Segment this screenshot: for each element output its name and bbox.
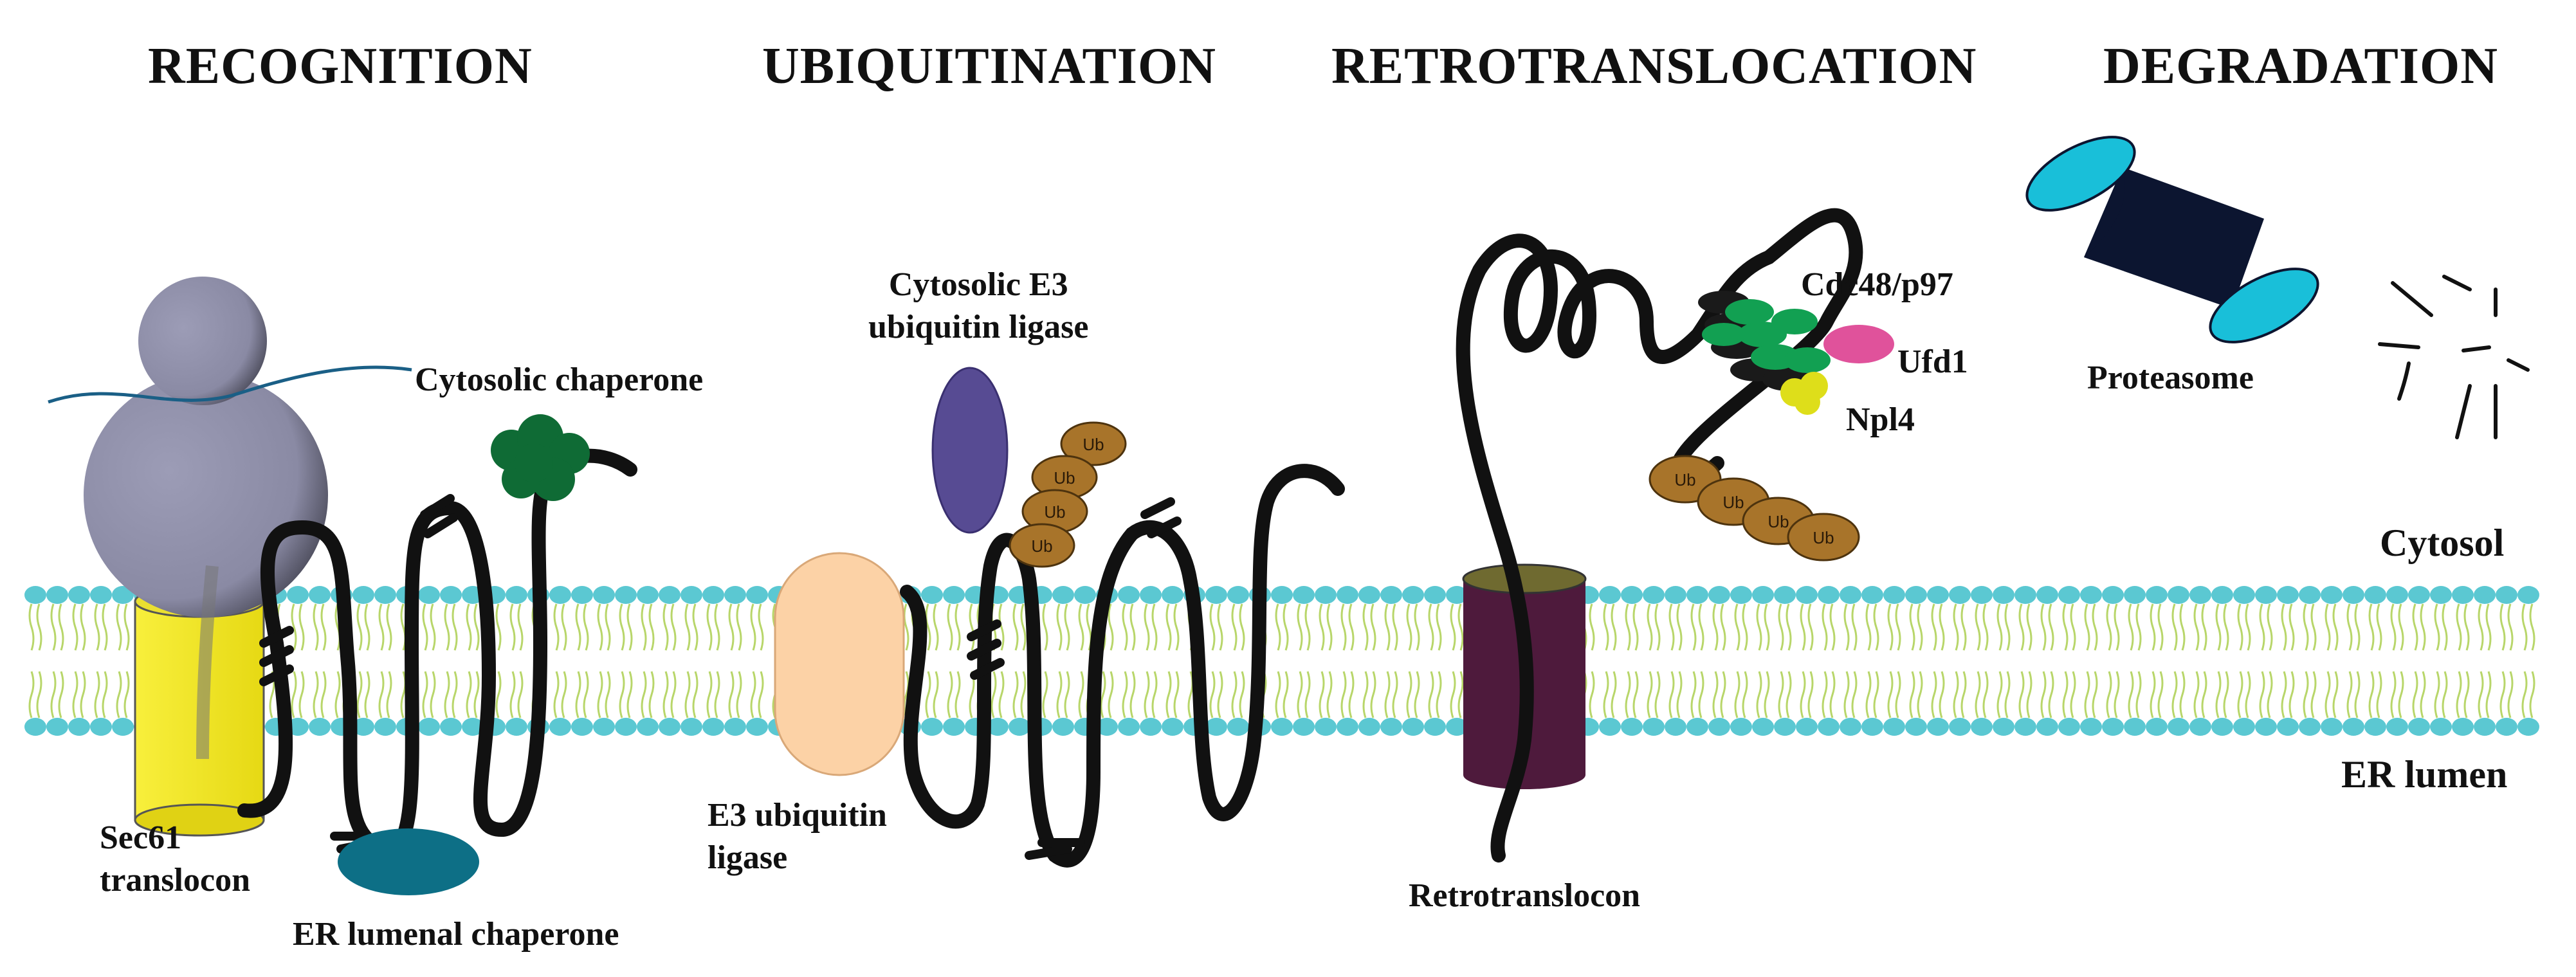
cytosolic-chaperone-shape <box>491 414 590 501</box>
npl4-shape <box>1780 372 1828 415</box>
e3-label-line2: ligase <box>708 839 788 876</box>
e3-label-line1: E3 ubiquitin <box>708 797 887 834</box>
retrotranslocon-label: Retrotranslocon <box>1409 877 1641 914</box>
stage-title-retrotranslocation: RETROTRANSLOCATION <box>1331 38 1977 95</box>
ub-label: Ub <box>1674 470 1695 489</box>
sec61-translocon-label: Sec61 translocon <box>100 817 250 902</box>
ub-label: Ub <box>1054 468 1075 488</box>
ub-label: Ub <box>1722 493 1744 512</box>
er-membrane <box>24 586 2539 736</box>
sec61-label-line2: translocon <box>100 862 250 899</box>
substrate-chain-ubiquitination <box>900 464 1345 868</box>
stage-title-recognition: RECOGNITION <box>148 38 533 95</box>
er-lumenal-chaperone-shape <box>338 828 479 895</box>
ub-label: Ub <box>1031 536 1052 556</box>
peptide-fragments <box>2378 275 2530 439</box>
cdc48-label: Cdc48/p97 <box>1801 266 1953 303</box>
cdc48-complex <box>1698 291 1894 415</box>
cytosolic-e3-label-line2: ubiquitin ligase <box>868 309 1089 345</box>
stage-title-degradation: DEGRADATION <box>2103 38 2499 95</box>
sec61-label-line1: Sec61 <box>100 819 182 856</box>
proteasome-label: Proteasome <box>2087 360 2254 396</box>
cytosolic-e3-label-line1: Cytosolic E3 <box>888 266 1068 303</box>
ub-label: Ub <box>1082 435 1104 454</box>
ufd1-shape <box>1823 325 1894 363</box>
ribosome <box>48 277 412 617</box>
ufd1-label: Ufd1 <box>1897 343 1968 380</box>
cytosolic-e3-shape <box>931 367 1009 534</box>
translocon-channel-line <box>196 565 219 760</box>
cytosolic-e3-ligase-label: Cytosolic E3 ubiquitin ligase <box>868 264 1088 349</box>
cytosol-label: Cytosol <box>2380 522 2505 564</box>
e3-ligase-shape <box>774 552 905 776</box>
stage-title-ubiquitination: UBIQUITINATION <box>762 38 1216 95</box>
ub-label: Ub <box>1813 528 1834 547</box>
ub-label: Ub <box>1044 502 1065 522</box>
substrate-chain-retrotranslocation <box>1456 208 1863 863</box>
cytosolic-chaperone-label: Cytosolic chaperone <box>415 361 704 398</box>
ubiquitin-chain-retrotranslocation: Ub Ub Ub Ub <box>1649 455 1860 562</box>
npl4-label: Npl4 <box>1846 401 1915 438</box>
ubiquitin-chain-ubiquitination: Ub Ub Ub Ub <box>1009 421 1127 568</box>
e3-ubiquitin-ligase-label: E3 ubiquitin ligase <box>708 794 887 879</box>
ub-label: Ub <box>1768 512 1789 531</box>
proteasome-shape <box>2025 136 2319 343</box>
er-lumen-label: ER lumen <box>2341 753 2508 796</box>
er-lumenal-chaperone-label: ER lumenal chaperone <box>293 916 619 953</box>
